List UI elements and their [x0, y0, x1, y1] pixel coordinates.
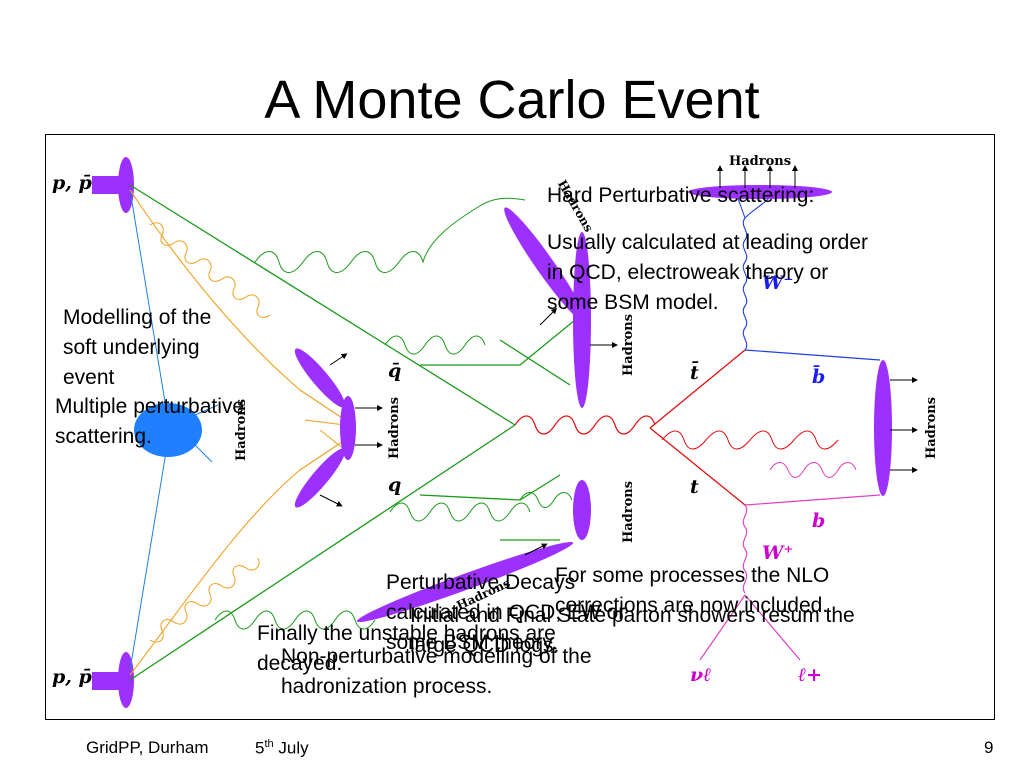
gluon-bottom — [214, 610, 376, 630]
orange-gluon-1 — [149, 222, 271, 318]
soft-out-2 — [194, 444, 213, 463]
soft-event-blob — [134, 403, 202, 457]
mpi-text-1: Multiple perturbative — [55, 395, 245, 418]
hadrons-label: Hadrons — [621, 481, 636, 543]
green-quark-bottom — [129, 424, 516, 681]
decays-text-1: Perturbative Decays — [386, 571, 576, 594]
blue-remnant-line — [129, 189, 169, 421]
hard-scatter-body-2: in QCD, electroweak theory or — [547, 261, 829, 284]
red-t-line — [649, 427, 746, 506]
hadron-blob-diag-upper — [504, 207, 586, 323]
showers-text: Initial and Final State parton showers r… — [410, 604, 855, 627]
beam-top-cap — [118, 157, 134, 213]
particle-w-minus: W⁻ — [762, 272, 794, 294]
orange-isr-top — [129, 189, 346, 421]
gluon-mid-upper — [384, 335, 486, 355]
particle-bbar: b̄ — [812, 366, 826, 388]
footer-date-day: 5 — [255, 738, 265, 758]
footer-left: GridPP, Durham — [86, 738, 209, 757]
hadrons-label: Hadrons — [621, 314, 636, 376]
hadron-blob-q — [573, 480, 591, 540]
particle-b: b — [812, 510, 826, 532]
hadrons-label: Hadrons — [234, 399, 249, 461]
red-gluon-right — [661, 430, 839, 450]
showers-text-2: large QCD logs. — [410, 634, 560, 657]
page-number: 9 — [984, 738, 994, 757]
decays-text-3: some BSM theory. — [386, 631, 558, 654]
green-quark-top — [129, 184, 516, 426]
hadron-blob-top-right — [688, 185, 832, 199]
hard-scatter-body-1: Usually calculated at leading order — [547, 231, 869, 254]
soft-event-text-1: Modelling of the — [63, 306, 212, 329]
blue-remnant-line-2 — [129, 439, 169, 671]
orange-hadron-line-2 — [319, 429, 346, 451]
particle-q: q — [388, 474, 402, 496]
green-qbar-branch-2 — [499, 339, 571, 386]
hadron-arrow — [524, 543, 548, 556]
hadron-blob-left-lower — [294, 448, 346, 508]
diagram-frame — [45, 134, 995, 720]
hadron-blob-left-upper — [294, 348, 346, 408]
soft-event-text-2: soft underlying — [63, 336, 200, 359]
hadron-arrow — [319, 494, 343, 507]
hadrons-label: Hadrons — [729, 154, 791, 169]
gluon-upper — [254, 197, 526, 273]
lep-line — [744, 594, 801, 661]
hadrons-label: Hadrons — [387, 397, 402, 459]
green-q-branch — [419, 474, 561, 501]
soft-out-1 — [194, 404, 219, 416]
nlo-text-2: corrections are now included. — [555, 594, 829, 617]
beam-bottom-cap — [118, 652, 134, 708]
hard-scatter-body-3: some BSM model. — [547, 291, 719, 314]
mpi-text-2: scattering. — [55, 425, 152, 448]
orange-isr-bottom — [129, 439, 346, 676]
gluon-mid-lower — [389, 502, 531, 522]
hadron-blob-diag-lower — [356, 541, 574, 623]
hadron-arrow — [329, 353, 348, 366]
hadronization-text-2: hadronization process. — [281, 675, 493, 698]
particle-qbar: q̄ — [388, 360, 402, 382]
particle-beam-bottom: p, p̄ — [52, 666, 92, 688]
green-qbar-branch — [420, 319, 576, 366]
hadrons-label: Hadrons — [924, 397, 939, 459]
orange-gluon-2 — [149, 557, 260, 643]
red-gluon-hard — [514, 415, 656, 435]
unstable-text-2: decayed. — [257, 652, 343, 675]
footer-date-sup: th — [264, 738, 274, 750]
hadronization-text-1: Non-perturbative modelling of the — [281, 645, 592, 668]
red-tbar-line — [649, 349, 746, 429]
hard-scatter-title: Hard Perturbative scattering: — [547, 184, 815, 207]
magenta-gluon — [769, 462, 857, 478]
hadron-blob-left-center — [340, 396, 356, 460]
particle-tbar: t̄ — [690, 362, 699, 384]
w-plus-wavy — [742, 504, 748, 594]
gluon-lower-right — [519, 492, 573, 508]
footer-date-month: July — [278, 738, 309, 758]
particle-w-plus: W⁺ — [762, 542, 794, 564]
hadron-arrow — [539, 307, 558, 326]
nlo-text-1: For some processes the NLO — [555, 564, 830, 587]
soft-event-text-3: event — [63, 366, 115, 389]
particle-t: t — [690, 476, 699, 498]
nu-line — [699, 594, 746, 661]
hadron-blob-right — [874, 360, 892, 496]
slide-title: A Monte Carlo Event — [264, 70, 760, 130]
orange-hadron-line-1 — [304, 419, 346, 426]
particle-lepton: ℓ+ — [798, 664, 823, 686]
w-minus-wavy — [742, 217, 748, 351]
particle-nu: νℓ — [690, 664, 712, 686]
decays-text-2: calculated in QCD, EW or — [386, 601, 626, 624]
b-line — [744, 494, 881, 506]
bbar-line — [744, 349, 881, 361]
footer-date: 5th July — [255, 738, 309, 759]
unstable-text-1: Finally the unstable hadrons are — [257, 622, 556, 645]
particle-beam-top: p, p̄ — [52, 172, 92, 194]
